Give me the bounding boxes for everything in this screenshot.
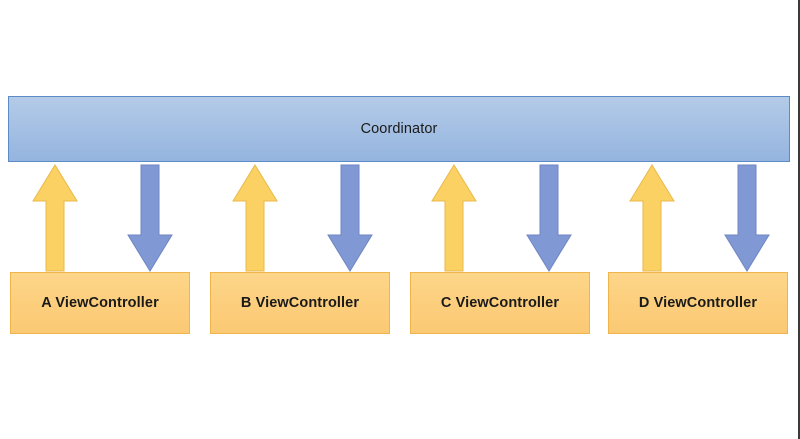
arrow-down-c-icon: [526, 164, 572, 272]
arrow-up-a-icon: [32, 164, 78, 272]
viewcontroller-node[interactable]: B ViewController: [210, 272, 390, 334]
viewcontroller-label: C ViewController: [440, 295, 560, 311]
viewcontroller-node[interactable]: A ViewController: [10, 272, 190, 334]
arrow-down-a-icon: [127, 164, 173, 272]
coordinator-label: Coordinator: [360, 121, 438, 137]
arrow-up-b-icon: [232, 164, 278, 272]
coordinator-node[interactable]: Coordinator: [8, 96, 790, 162]
viewcontroller-label: B ViewController: [240, 295, 360, 311]
viewcontroller-label: A ViewController: [41, 295, 159, 311]
arrow-up-d-icon: [629, 164, 675, 272]
arrow-up-c-icon: [431, 164, 477, 272]
arrow-down-b-icon: [327, 164, 373, 272]
viewcontroller-label: D ViewController: [638, 295, 758, 311]
viewcontroller-node[interactable]: D ViewController: [608, 272, 788, 334]
viewcontroller-node[interactable]: C ViewController: [410, 272, 590, 334]
arrow-down-d-icon: [724, 164, 770, 272]
